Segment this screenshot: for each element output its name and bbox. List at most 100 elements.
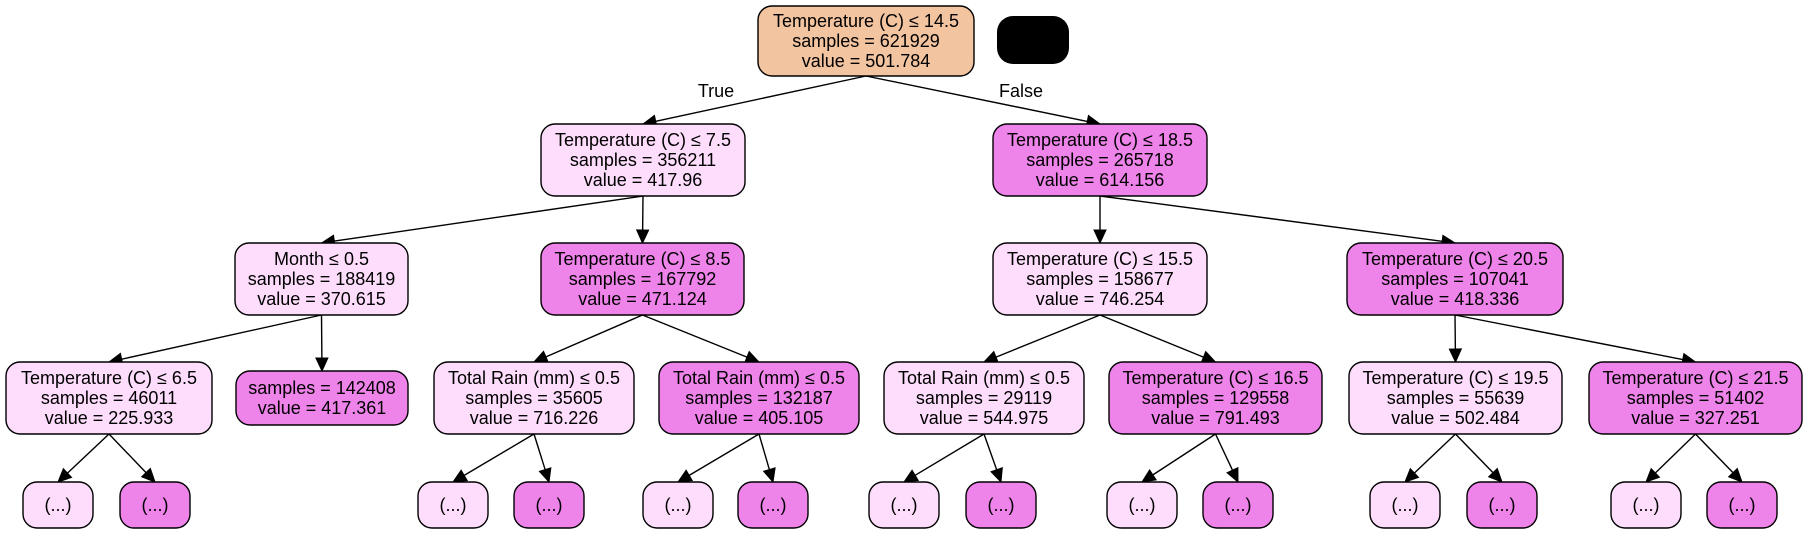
edge-line bbox=[533, 433, 546, 470]
node-text: (...) bbox=[665, 495, 692, 515]
node-text: value = 417.361 bbox=[258, 398, 387, 418]
arrowhead bbox=[1404, 467, 1420, 483]
node-text: samples = 51402 bbox=[1627, 388, 1765, 408]
node-box bbox=[1588, 361, 1803, 435]
edge-n13-t10 bbox=[1404, 433, 1456, 483]
arrowhead bbox=[1727, 467, 1743, 483]
edge-line bbox=[334, 195, 644, 242]
edge-line bbox=[66, 433, 110, 474]
node-text: Temperature (C) ≤ 19.5 bbox=[1363, 368, 1549, 388]
edge-line bbox=[995, 314, 1101, 358]
node-text: Temperature (C) ≤ 8.5 bbox=[555, 249, 731, 269]
edge-line bbox=[865, 75, 1088, 123]
node-box bbox=[642, 481, 714, 529]
edge-n9-t2 bbox=[451, 433, 535, 483]
node-box bbox=[1466, 481, 1538, 529]
node-box bbox=[433, 361, 635, 435]
node-box bbox=[119, 481, 191, 529]
node-box bbox=[540, 242, 745, 316]
node-text: (...) bbox=[1225, 495, 1252, 515]
node-box bbox=[757, 5, 975, 77]
edge-n4-n9 bbox=[532, 314, 643, 363]
node-text: Temperature (C) ≤ 6.5 bbox=[21, 368, 197, 388]
node-text: (...) bbox=[1489, 495, 1516, 515]
node-box bbox=[22, 481, 94, 529]
node-text: Temperature (C) ≤ 20.5 bbox=[1362, 249, 1548, 269]
node-text: (...) bbox=[45, 495, 72, 515]
node-text: (...) bbox=[1729, 495, 1756, 515]
tree-node-t7: (...) bbox=[965, 481, 1037, 529]
arrowhead bbox=[743, 350, 761, 364]
node-box bbox=[1348, 361, 1563, 435]
node-text: samples = 167792 bbox=[569, 269, 717, 289]
edge-n4-n10 bbox=[642, 314, 761, 364]
node-text: value = 791.493 bbox=[1151, 408, 1280, 428]
tree-node-t8: (...) bbox=[1106, 481, 1178, 529]
false-edge-label: False bbox=[999, 81, 1043, 101]
arrowhead bbox=[1448, 348, 1463, 364]
edge-n5-n11 bbox=[982, 314, 1101, 364]
node-text: Total Rain (mm) ≤ 0.5 bbox=[673, 368, 845, 388]
edge-line bbox=[1214, 433, 1234, 471]
arrowhead bbox=[1141, 468, 1158, 483]
tree-node-t9: (...) bbox=[1202, 481, 1274, 529]
node-text: value = 225.933 bbox=[45, 408, 174, 428]
edge-n0-n1 bbox=[641, 75, 867, 128]
edge-n14-t12 bbox=[1645, 433, 1696, 483]
arrowhead bbox=[532, 350, 550, 363]
edge-n1-n3 bbox=[320, 195, 644, 248]
node-text: samples = 621929 bbox=[792, 31, 940, 51]
node-box bbox=[234, 242, 409, 316]
edge-line bbox=[1099, 195, 1443, 242]
arrowhead bbox=[762, 467, 776, 484]
arrowhead bbox=[315, 357, 329, 373]
edge-n11-t7 bbox=[983, 433, 1003, 484]
node-text: samples = 46011 bbox=[41, 388, 177, 408]
node-text: value = 471.124 bbox=[578, 289, 707, 309]
edge-line bbox=[642, 314, 748, 358]
node-box bbox=[1108, 361, 1323, 435]
node-text: value = 405.105 bbox=[695, 408, 824, 428]
edge-line bbox=[108, 433, 147, 474]
edge-line bbox=[463, 433, 535, 476]
node-text: value = 502.484 bbox=[1391, 408, 1520, 428]
node-text: (...) bbox=[760, 495, 787, 515]
arrowhead bbox=[451, 469, 469, 483]
node-box bbox=[540, 123, 746, 197]
tree-node-t1: (...) bbox=[119, 481, 191, 529]
node-box bbox=[992, 123, 1208, 197]
node-text: (...) bbox=[536, 495, 563, 515]
node-text: (...) bbox=[988, 495, 1015, 515]
edge-n3-n8 bbox=[315, 314, 329, 373]
node-text: samples = 129558 bbox=[1142, 388, 1290, 408]
tree-node-t10: (...) bbox=[1369, 481, 1441, 529]
tree-node-t11: (...) bbox=[1466, 481, 1538, 529]
arrowhead bbox=[902, 469, 920, 483]
edge-n9-t3 bbox=[533, 433, 552, 484]
edge-n3-n7 bbox=[107, 314, 322, 366]
node-text: (...) bbox=[1129, 495, 1156, 515]
node-text: value = 614.156 bbox=[1036, 170, 1165, 190]
arrowhead bbox=[1226, 466, 1239, 484]
edge-n7-t0 bbox=[57, 433, 110, 483]
arrowhead bbox=[1093, 229, 1107, 245]
node-text: value = 417.96 bbox=[584, 170, 703, 190]
edge-n13-t11 bbox=[1454, 433, 1503, 483]
edge-line bbox=[1454, 433, 1494, 474]
node-text: samples = 35605 bbox=[465, 388, 603, 408]
node-box bbox=[992, 242, 1208, 316]
edge-line bbox=[655, 75, 867, 122]
node-box bbox=[883, 361, 1085, 435]
